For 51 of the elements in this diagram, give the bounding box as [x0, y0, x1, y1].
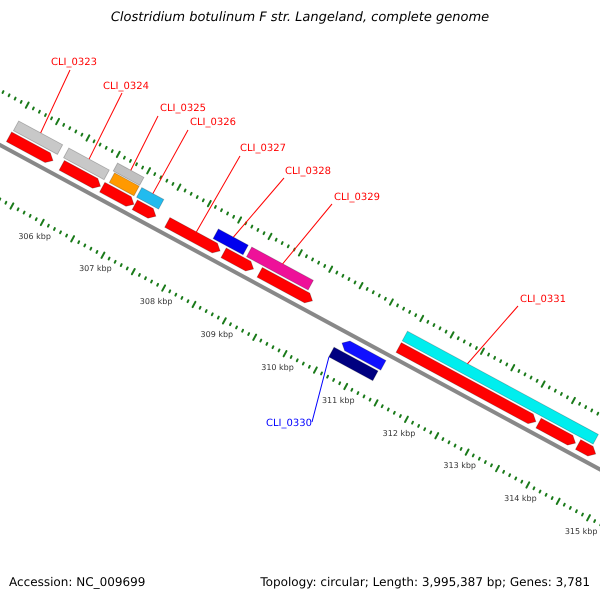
scale-label: 307 kbp: [79, 263, 112, 276]
gene-label: CLI_0326: [190, 117, 236, 129]
title: Clostridium botulinum F str. Langeland, complete genome: [110, 10, 490, 26]
scale-label: 310 kbp: [261, 362, 294, 374]
gene-block: [63, 148, 110, 180]
gene-block: [220, 247, 254, 272]
gene-block: [396, 342, 536, 424]
gene-label: CLI_0325: [160, 103, 206, 115]
gene-block: [108, 172, 140, 196]
leader-line: [40, 70, 70, 134]
gene-label: CLI_0327: [240, 143, 286, 155]
gene-block: [535, 418, 576, 446]
leader-line: [282, 204, 332, 264]
leader-line: [466, 306, 518, 364]
gene-label: CLI_0330: [266, 418, 312, 430]
gene-block: [574, 439, 596, 456]
gene-label: CLI_0323: [51, 57, 97, 69]
leader-line: [88, 92, 122, 160]
gene-block: [112, 162, 144, 186]
gene-block: [328, 346, 379, 382]
gene-block: [341, 340, 386, 371]
scale-label: 308 kbp: [140, 296, 172, 308]
footer-text: Topology: circular; Length: 3,995,387 bp; Genes: 3,781: [260, 575, 590, 589]
gene-block: [12, 120, 64, 155]
leader-line: [152, 130, 188, 194]
gene-label: CLI_0329: [334, 192, 380, 204]
gene-block: [164, 217, 221, 254]
scale-label: 311 kbp: [322, 394, 355, 407]
scale-label: 312 kbp: [382, 428, 416, 440]
gene-block: [58, 160, 101, 189]
scale-label: 315 kbp: [564, 526, 598, 538]
gene-label: CLI_0328: [285, 166, 331, 178]
gene-label: CLI_0324: [103, 81, 149, 93]
scale-label: 313 kbp: [443, 460, 476, 472]
scale-label: 314 kbp: [504, 493, 537, 506]
leader-line: [312, 356, 330, 422]
gene-block: [99, 182, 134, 207]
gene-block: [212, 228, 249, 256]
gene-label: CLI_0331: [520, 294, 566, 306]
gene-block: [256, 266, 313, 304]
gene-block: [402, 330, 599, 445]
gene-block: [246, 246, 314, 291]
gene-block: [136, 187, 164, 210]
leader-line: [232, 178, 284, 238]
gene-block: [6, 131, 54, 163]
gene-block: [132, 199, 156, 219]
scale-label: 306 kbp: [18, 230, 51, 243]
leader-line: [130, 116, 158, 171]
footer-text: Accession: NC_009699: [9, 575, 146, 589]
scale-label: 309 kbp: [200, 329, 234, 342]
leader-line: [196, 156, 240, 232]
